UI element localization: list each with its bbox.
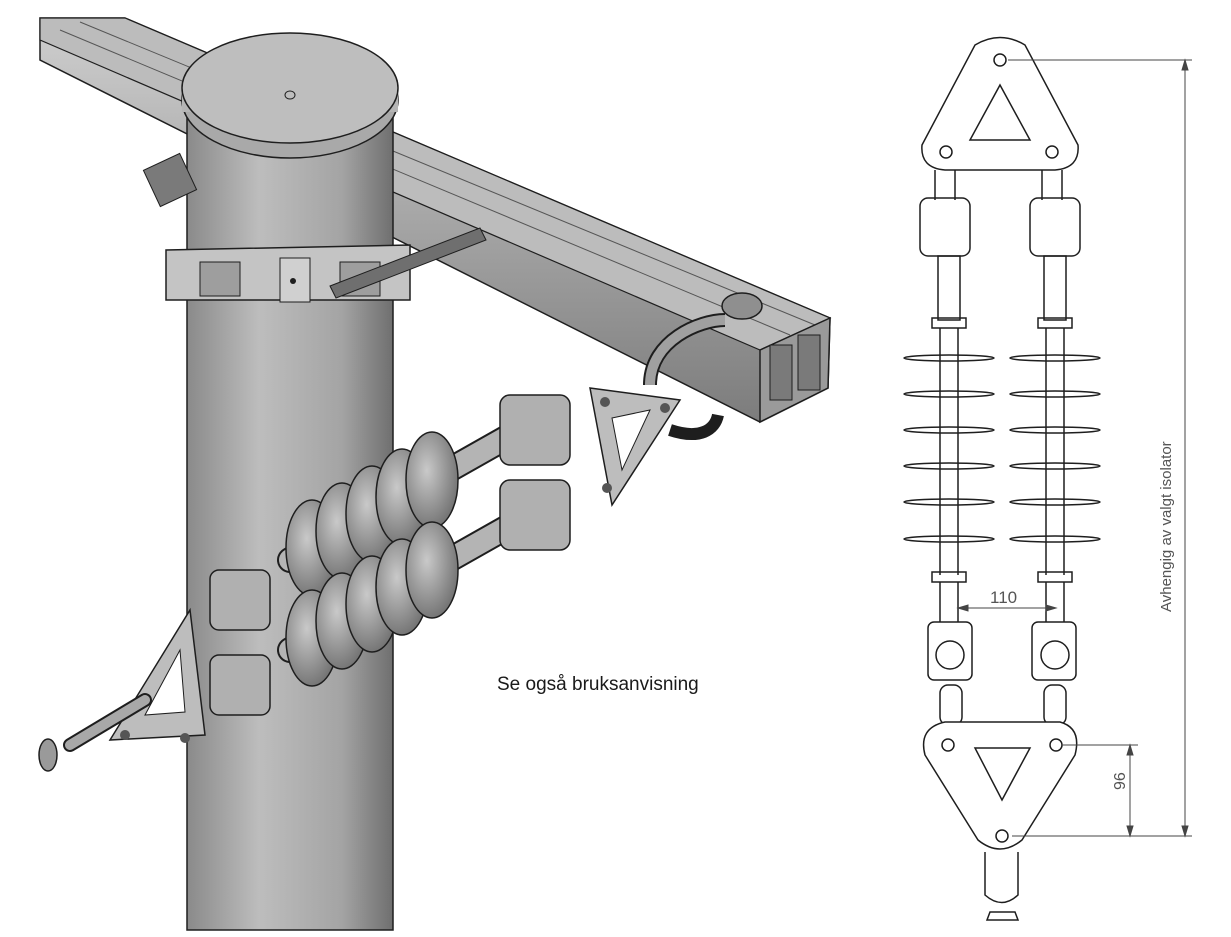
dimension-lines [956, 58, 1192, 838]
insulator-string-lower [209, 479, 571, 716]
elevation-drawing [903, 36, 1192, 921]
pole-clamp [142, 152, 487, 303]
cross-arm-beam [39, 17, 832, 424]
elevation-string-right [1009, 170, 1101, 726]
assembly-3d-view [38, 17, 832, 931]
height-dimension-label: Avhengig av valgt isolator [1158, 441, 1175, 612]
offset-dimension-label: 96 [1112, 772, 1129, 790]
yoke-plate-upper [589, 313, 726, 507]
usage-note: Se også bruksanvisning [497, 674, 699, 695]
elevation-string-left [903, 170, 995, 726]
yoke-plate-lower [38, 607, 206, 772]
pole [181, 32, 399, 931]
insulator-string-upper [209, 394, 571, 631]
spacing-dimension-label: 110 [990, 588, 1018, 607]
